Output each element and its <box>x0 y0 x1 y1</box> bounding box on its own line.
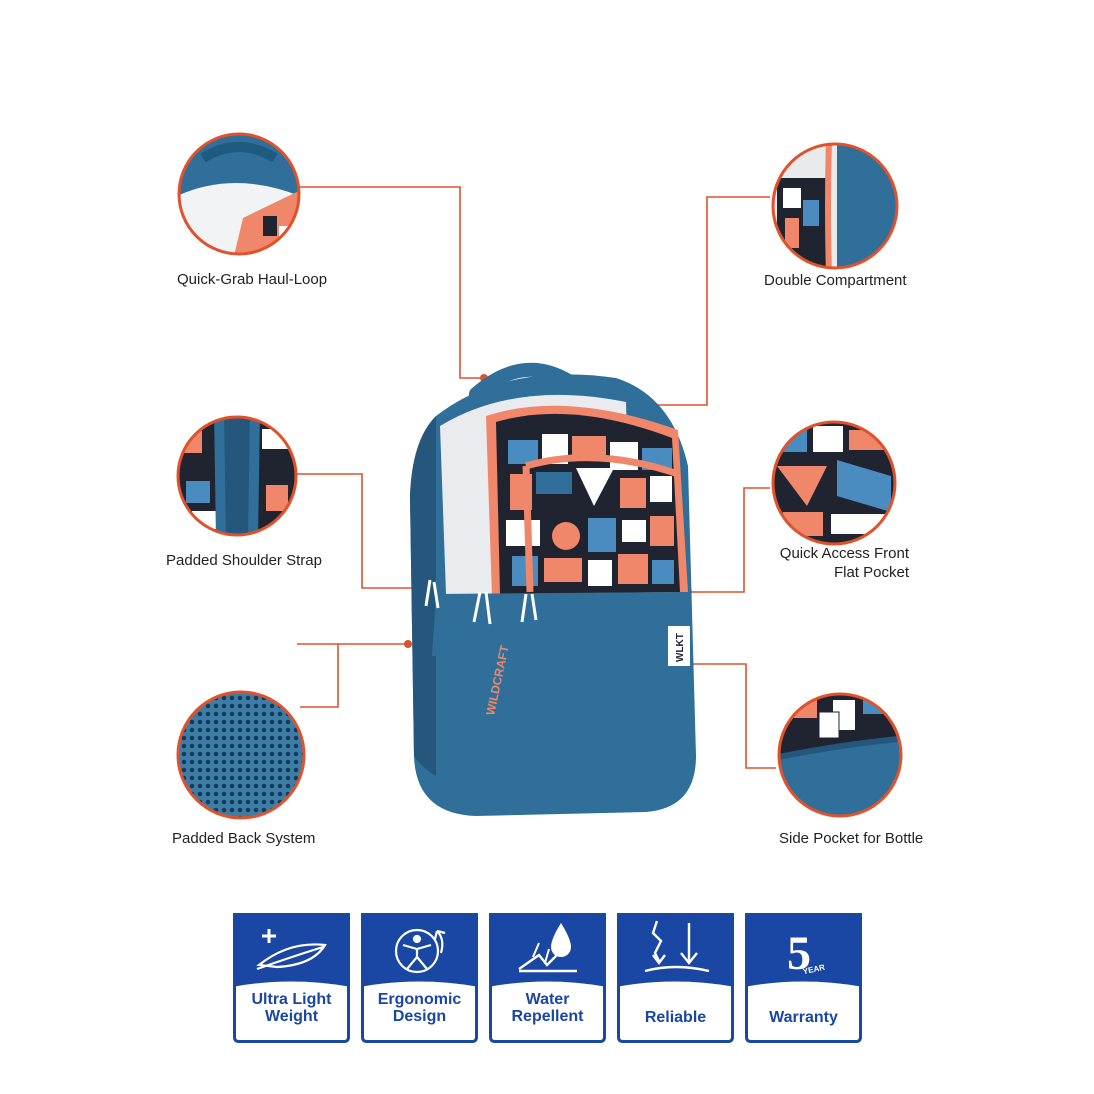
water-drop-icon <box>518 923 577 973</box>
badge-water-repellent-line1: Water <box>525 991 570 1008</box>
label-front-pocket: Quick Access Front Flat Pocket <box>770 544 909 582</box>
label-double-compartment: Double Compartment <box>764 272 907 289</box>
feather-icon <box>256 929 327 971</box>
line-haul-loop <box>297 186 484 379</box>
detail-back-system <box>176 690 306 820</box>
badge-water-repellent-line2: Repellent <box>511 1008 584 1025</box>
badge-reliable-text: Reliable <box>644 1009 707 1026</box>
ergonomic-person-icon <box>394 928 446 974</box>
badge-ultra-light-text: Ultra Light Weight <box>233 991 350 1025</box>
detail-front-pocket <box>771 420 897 546</box>
line-back-system <box>297 643 339 708</box>
badge-ergonomic-line2: Design <box>392 1008 447 1025</box>
label-front-pocket-line2: Flat Pocket <box>833 564 909 581</box>
line-shoulder-strap <box>297 473 428 589</box>
backpack-illustration: WILDCRAFT WLKT <box>410 362 696 816</box>
detail-haul-loop <box>177 132 301 256</box>
five-year-icon: 5 YEAR <box>787 927 826 980</box>
detail-side-pocket <box>777 692 903 818</box>
badge-warranty-text: Warranty <box>769 1009 838 1026</box>
badge-water-repellent: Water Repellent <box>489 913 606 1043</box>
detail-shoulder-strap <box>176 415 298 537</box>
label-back-system: Padded Back System <box>172 830 316 847</box>
badge-reliable: Reliable <box>617 913 734 1043</box>
detail-double-compartment <box>771 142 899 270</box>
badge-ergonomic-text: Ergonomic Design <box>361 991 478 1025</box>
label-shoulder-strap: Padded Shoulder Strap <box>166 552 322 569</box>
label-side-pocket: Side Pocket for Bottle <box>779 830 924 847</box>
reliable-arrows-icon <box>644 920 710 973</box>
badge-warranty: 5 YEAR Warranty <box>745 913 862 1043</box>
dot-back-system <box>404 640 412 648</box>
label-front-pocket-line1: Quick Access Front <box>779 545 909 562</box>
line-side-pocket <box>688 663 776 769</box>
badge-ergonomic: Ergonomic Design <box>361 913 478 1043</box>
badge-ultra-light: Ultra Light Weight <box>233 913 350 1043</box>
backpack-brand-tag: WLKT <box>675 633 686 662</box>
warranty-mark-number: 5 <box>787 927 811 980</box>
line-front-pocket <box>688 487 770 593</box>
label-haul-loop: Quick-Grab Haul-Loop <box>177 271 328 288</box>
badge-water-repellent-text: Water Repellent <box>489 991 606 1025</box>
badge-ultra-light-line1: Ultra Light <box>251 991 332 1008</box>
badge-ergonomic-line1: Ergonomic <box>377 991 462 1008</box>
badge-ultra-light-line2: Weight <box>264 1008 319 1025</box>
